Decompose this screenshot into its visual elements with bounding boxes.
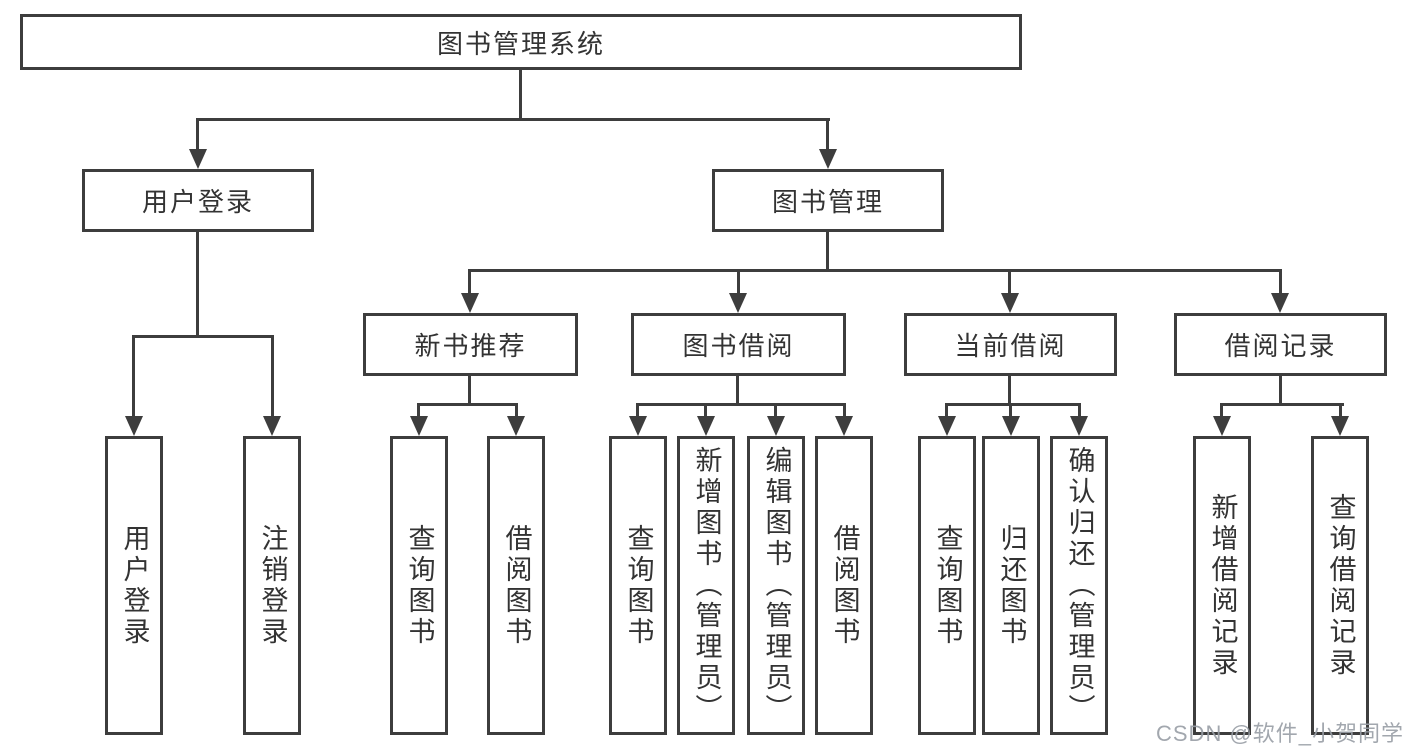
leaf-edit-books-admin: 编辑图书（管理员） [747, 436, 805, 735]
connector-line [468, 374, 471, 406]
arrow-down-icon [125, 416, 143, 436]
arrow-down-icon [507, 416, 525, 436]
node-label: 图书借阅 [682, 331, 795, 361]
leaf-return-books: 归还图书 [982, 436, 1040, 735]
arrow-down-icon [729, 293, 747, 313]
leaf-borrow-books-borrowing: 借阅图书 [815, 436, 873, 735]
connector-line [1008, 269, 1011, 295]
arrow-down-icon [767, 416, 785, 436]
connector-line [196, 118, 199, 152]
arrow-down-icon [1070, 416, 1088, 436]
connector-line [468, 269, 471, 295]
connector-line [736, 374, 739, 406]
node-label: 确认归还（管理员） [1064, 446, 1095, 725]
connector-line [417, 403, 420, 419]
node-label: 用户登录 [119, 523, 150, 648]
node-label: 借阅记录 [1224, 331, 1337, 361]
connector-line [945, 403, 1081, 406]
arrow-down-icon [189, 149, 207, 169]
leaf-query-borrow-record: 查询借阅记录 [1311, 436, 1369, 735]
node-label: 借阅图书 [501, 523, 532, 648]
connector-line [519, 68, 522, 121]
connector-line [1279, 269, 1282, 295]
connector-line [826, 118, 829, 152]
node-label: 查询图书 [623, 523, 654, 648]
leaf-logout-login: 注销登录 [243, 436, 301, 735]
connector-line [1339, 403, 1342, 419]
arrow-down-icon [819, 149, 837, 169]
node-new-book-recommendation: 新书推荐 [363, 313, 578, 376]
connector-line [1078, 403, 1081, 419]
leaf-query-books-borrowing: 查询图书 [609, 436, 667, 735]
node-label: 查询借阅记录 [1325, 492, 1356, 679]
node-label: 图书管理系统 [436, 28, 605, 59]
connector-line [737, 269, 740, 295]
connector-line [704, 403, 707, 419]
leaf-query-books-current: 查询图书 [918, 436, 976, 735]
node-label: 当前借阅 [954, 331, 1067, 361]
node-root: 图书管理系统 [20, 14, 1022, 70]
node-book-borrowing: 图书借阅 [631, 313, 846, 376]
node-user-login: 用户登录 [82, 169, 314, 232]
connector-line [132, 335, 274, 338]
node-label: 新增借阅记录 [1207, 492, 1238, 679]
leaf-query-books-recommend: 查询图书 [390, 436, 448, 735]
node-label: 图书管理 [771, 187, 884, 217]
connector-line [468, 269, 1282, 272]
connector-line [1009, 403, 1012, 419]
connector-line [196, 118, 830, 121]
arrow-down-icon [1002, 416, 1020, 436]
node-label: 用户登录 [141, 187, 254, 217]
node-label: 查询图书 [932, 523, 963, 648]
connector-line [945, 403, 948, 419]
arrow-down-icon [263, 416, 281, 436]
connector-line [132, 335, 135, 419]
connector-line [1220, 403, 1344, 406]
arrow-down-icon [938, 416, 956, 436]
connector-line [417, 403, 518, 406]
connector-line [271, 335, 274, 419]
connector-line [196, 230, 199, 337]
connector-line [1279, 374, 1282, 406]
connector-line [826, 230, 829, 272]
leaf-borrow-books-recommend: 借阅图书 [487, 436, 545, 735]
node-label: 注销登录 [257, 523, 288, 648]
arrow-down-icon [1331, 416, 1349, 436]
csdn-watermark: CSDN @软件_小贺同学 [1156, 721, 1405, 746]
node-label: 编辑图书（管理员） [761, 446, 792, 725]
arrow-down-icon [835, 416, 853, 436]
leaf-add-books-admin: 新增图书（管理员） [677, 436, 735, 735]
connector-line [774, 403, 777, 419]
node-current-borrowing: 当前借阅 [904, 313, 1117, 376]
arrow-down-icon [410, 416, 428, 436]
arrow-down-icon [1213, 416, 1231, 436]
node-label: 新书推荐 [414, 331, 527, 361]
arrow-down-icon [697, 416, 715, 436]
arrow-down-icon [629, 416, 647, 436]
connector-line [515, 403, 518, 419]
node-label: 归还图书 [996, 523, 1027, 648]
node-borrowing-records: 借阅记录 [1174, 313, 1387, 376]
arrow-down-icon [1271, 293, 1289, 313]
leaf-add-borrow-record: 新增借阅记录 [1193, 436, 1251, 735]
connector-line [843, 403, 846, 419]
connector-line [1008, 374, 1011, 406]
arrow-down-icon [1001, 293, 1019, 313]
connector-line [1220, 403, 1223, 419]
node-label: 借阅图书 [829, 523, 860, 648]
connector-line [636, 403, 846, 406]
node-label: 新增图书（管理员） [691, 446, 722, 725]
leaf-confirm-return-admin: 确认归还（管理员） [1050, 436, 1108, 735]
leaf-user-login: 用户登录 [105, 436, 163, 735]
connector-line [636, 403, 639, 419]
node-label: 查询图书 [404, 523, 435, 648]
node-book-management: 图书管理 [712, 169, 944, 232]
arrow-down-icon [461, 293, 479, 313]
